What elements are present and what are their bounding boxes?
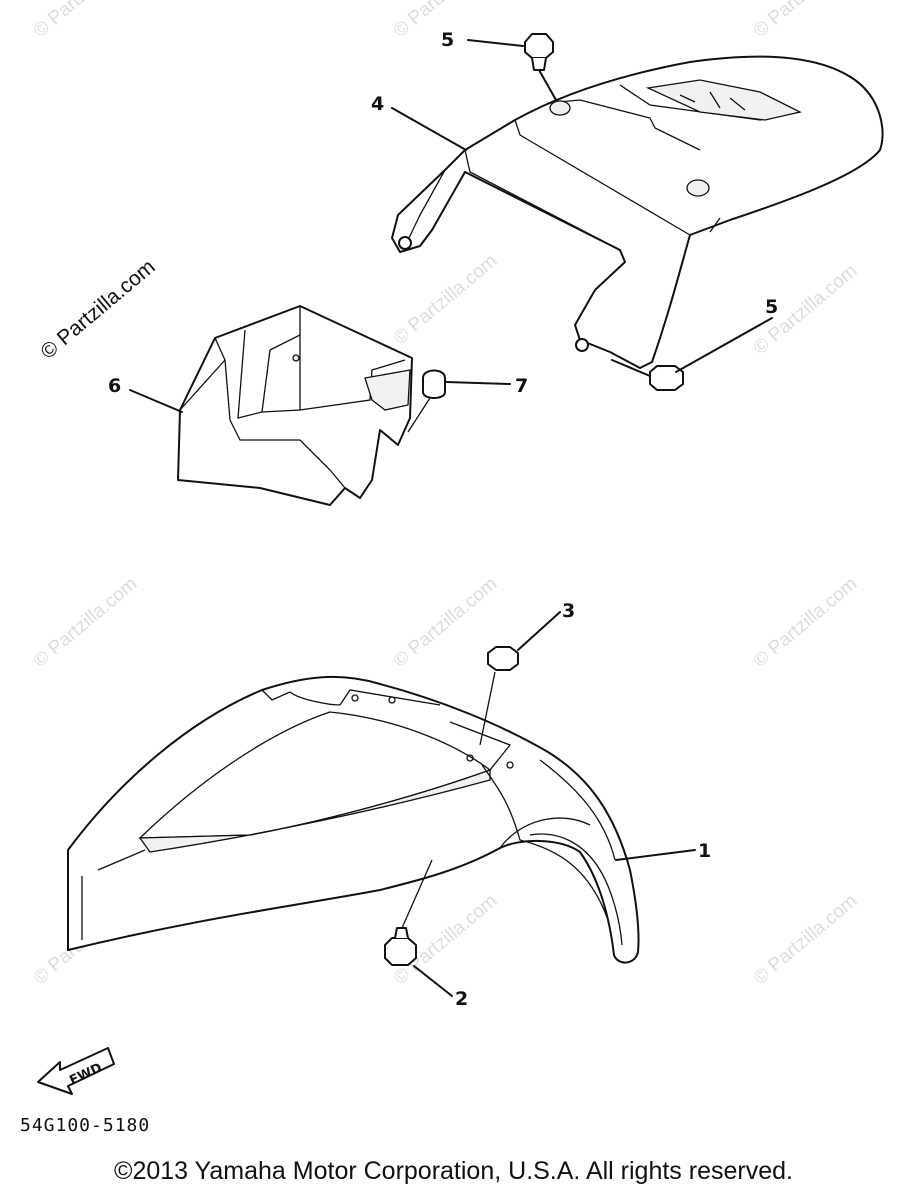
- leader-lines: [129, 39, 773, 997]
- callout-3: 3: [562, 600, 575, 622]
- callout-4: 4: [371, 93, 384, 115]
- watermark: © Partzilla.com: [750, 573, 862, 671]
- watermark-dark: © Partzilla.com: [36, 255, 159, 364]
- copyright-notice: ©2013 Yamaha Motor Corporation, U.S.A. A…: [114, 1157, 793, 1185]
- watermark: © Partzilla.com: [30, 0, 142, 42]
- callout-5-top: 5: [441, 29, 454, 51]
- bolt-part-2[interactable]: [384, 859, 433, 966]
- watermark: © Partzilla.com: [390, 250, 502, 348]
- splash-guard-part-6[interactable]: [177, 305, 413, 506]
- callout-labels: 5 4 6 7 5 3 1 2: [108, 29, 778, 1010]
- nut-part-3[interactable]: [479, 646, 519, 746]
- callout-1: 1: [698, 840, 711, 862]
- grommet-part-7[interactable]: [407, 369, 511, 433]
- watermark: © Partzilla.com: [30, 573, 142, 671]
- watermark: © Partzilla.com: [750, 0, 862, 42]
- callout-6: 6: [108, 375, 121, 397]
- diagram-code: 54G100-5180: [20, 1115, 150, 1136]
- watermark: © Partzilla.com: [390, 573, 502, 671]
- bolt-part-5-top[interactable]: [524, 33, 557, 101]
- callout-5-bottom: 5: [765, 296, 778, 318]
- callout-7: 7: [515, 375, 528, 397]
- watermark: © Partzilla.com: [750, 890, 862, 988]
- rear-fender-part-4[interactable]: [391, 55, 884, 369]
- fwd-arrow-icon: FWD: [37, 1047, 115, 1095]
- front-fender-part-1[interactable]: [67, 675, 640, 964]
- callout-2: 2: [455, 988, 468, 1010]
- bolt-part-5-bottom[interactable]: [611, 359, 684, 391]
